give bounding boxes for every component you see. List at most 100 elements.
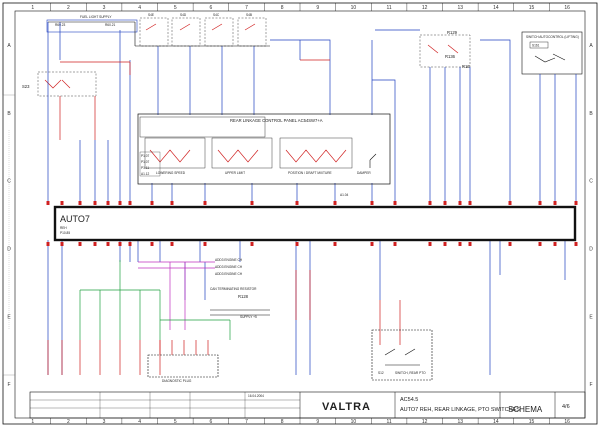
title-block: 16.04.2004 VALTRA AC54.5 AUTO7 REH, REAR… — [29, 391, 586, 419]
connector-pin — [170, 201, 174, 205]
engine-ch-label: ADD3 ENGINE CH — [215, 258, 243, 262]
column-label: 9 — [316, 419, 319, 425]
row-label: C — [589, 179, 593, 185]
column-label: 7 — [245, 5, 248, 11]
row-label: B — [589, 111, 593, 117]
connector-pin — [393, 201, 397, 205]
column-label: 11 — [386, 419, 391, 425]
connector-pin — [118, 201, 122, 205]
doc-type: SCHEMA — [508, 405, 543, 414]
wiring — [47, 21, 577, 375]
switch-autocontrol-label: SWITCH AUTOCONTROL (LIFTING) — [526, 35, 579, 39]
column-label: 5 — [174, 5, 177, 11]
column-label: 16 — [564, 5, 570, 11]
column-label: 8 — [281, 5, 284, 11]
connector-pin — [333, 242, 337, 246]
can-terminating-label: CAN TERMINATING RESISTOR — [210, 287, 257, 291]
connector-pin — [170, 242, 174, 246]
column-label: 4 — [138, 419, 141, 425]
damper-label: DAMPER — [357, 171, 371, 175]
column-label: 12 — [422, 5, 428, 11]
panel-bottom-tag: A1.04 — [340, 193, 349, 197]
connector-pin — [118, 242, 122, 246]
rear-linkage-control-panel: REAR LINKAGE CONTROL PANEL AC54SW7+A LOW… — [137, 113, 391, 197]
wire-label: R60.21 — [105, 23, 116, 27]
engine-ch-label: ADD3 ENGINE CH — [215, 265, 243, 269]
row-label: D — [7, 246, 11, 252]
wire-label: S4B — [246, 13, 252, 17]
switch-autocontrol-box: SWITCH AUTOCONTROL (LIFTING) S161 — [521, 31, 583, 75]
connector-pin — [106, 242, 110, 246]
column-label: 15 — [529, 5, 535, 11]
row-label: B — [7, 111, 11, 117]
column-label: 15 — [529, 419, 535, 425]
panel-tag: A1.12 — [141, 172, 150, 176]
row-label: F — [7, 382, 10, 388]
rear-pto-switch: S12 SWITCH, REAR PTO — [371, 329, 433, 381]
wire-label: S4C — [213, 13, 220, 17]
connector-pin — [538, 201, 542, 205]
connector-pin — [295, 242, 299, 246]
row-label: E — [589, 314, 593, 320]
column-label: 11 — [386, 5, 391, 11]
title-date: 16.04.2004 — [248, 394, 264, 398]
panel-tag: P1.11 — [141, 166, 149, 170]
brand-logo: VALTRA — [322, 401, 371, 413]
connector-pin — [508, 201, 512, 205]
ecu-name: AUTO7 — [60, 214, 90, 224]
ecu-auto7-bar: AUTO7 REH P10.85 — [53, 205, 577, 242]
column-label: 16 — [564, 419, 570, 425]
connector-pin — [443, 242, 447, 246]
rear-pto-switch-code: S12 — [378, 371, 384, 375]
drawing-title: AUTO7 REH, REAR LINKAGE, PTO SWITCHES — [400, 407, 520, 413]
fuel-light-supply-label: FUEL LIGHT SUPPLY — [80, 15, 112, 19]
column-label: 3 — [103, 5, 106, 11]
column-label: 4 — [138, 5, 141, 11]
connector-pin — [150, 242, 154, 246]
connector-pin — [458, 201, 462, 205]
ecu-sub2: P10.85 — [60, 231, 70, 235]
row-label: E — [7, 314, 11, 320]
connector-pin — [93, 242, 97, 246]
column-label: 14 — [493, 5, 499, 11]
connector-pin — [553, 201, 557, 205]
panel-tag: P1.07 — [141, 160, 150, 164]
connector-pin — [468, 201, 472, 205]
switch-code-label: S161 — [532, 44, 540, 48]
connector-pin — [468, 242, 472, 246]
column-label: 1 — [31, 5, 34, 11]
column-label: 7 — [245, 419, 248, 425]
connector-pin — [574, 242, 578, 246]
connector-pin — [93, 201, 97, 205]
column-label: 13 — [458, 5, 464, 11]
row-label: A — [589, 43, 593, 49]
connector-pin — [458, 242, 462, 246]
left-margin-notes — [2, 94, 16, 376]
connector-pin — [60, 242, 64, 246]
s23-label: S23 — [22, 84, 30, 89]
connector-pin — [553, 242, 557, 246]
connector-pin — [333, 201, 337, 205]
rear-pto-switch-label: SWITCH, REAR PTO — [395, 371, 426, 375]
r136-label: R136 — [445, 54, 456, 59]
wire-label: S4E — [148, 13, 154, 17]
column-label: 3 — [103, 419, 106, 425]
diagnostic-plug-label: DIAGNOSTIC PLUG — [162, 379, 192, 383]
column-label: 1 — [31, 419, 34, 425]
connector-pin — [78, 201, 82, 205]
connector-pin — [443, 201, 447, 205]
connector-pin — [538, 242, 542, 246]
row-label: D — [589, 246, 593, 252]
column-label: 14 — [493, 419, 499, 425]
connector-pin — [128, 201, 132, 205]
supply-label: SUPPLY +5 — [240, 315, 257, 319]
row-label: F — [589, 382, 592, 388]
connector-pin — [370, 242, 374, 246]
panel-tag: P1.07 — [141, 154, 150, 158]
column-label: 9 — [316, 5, 319, 11]
connector-pin — [106, 201, 110, 205]
connector-pin — [203, 242, 207, 246]
